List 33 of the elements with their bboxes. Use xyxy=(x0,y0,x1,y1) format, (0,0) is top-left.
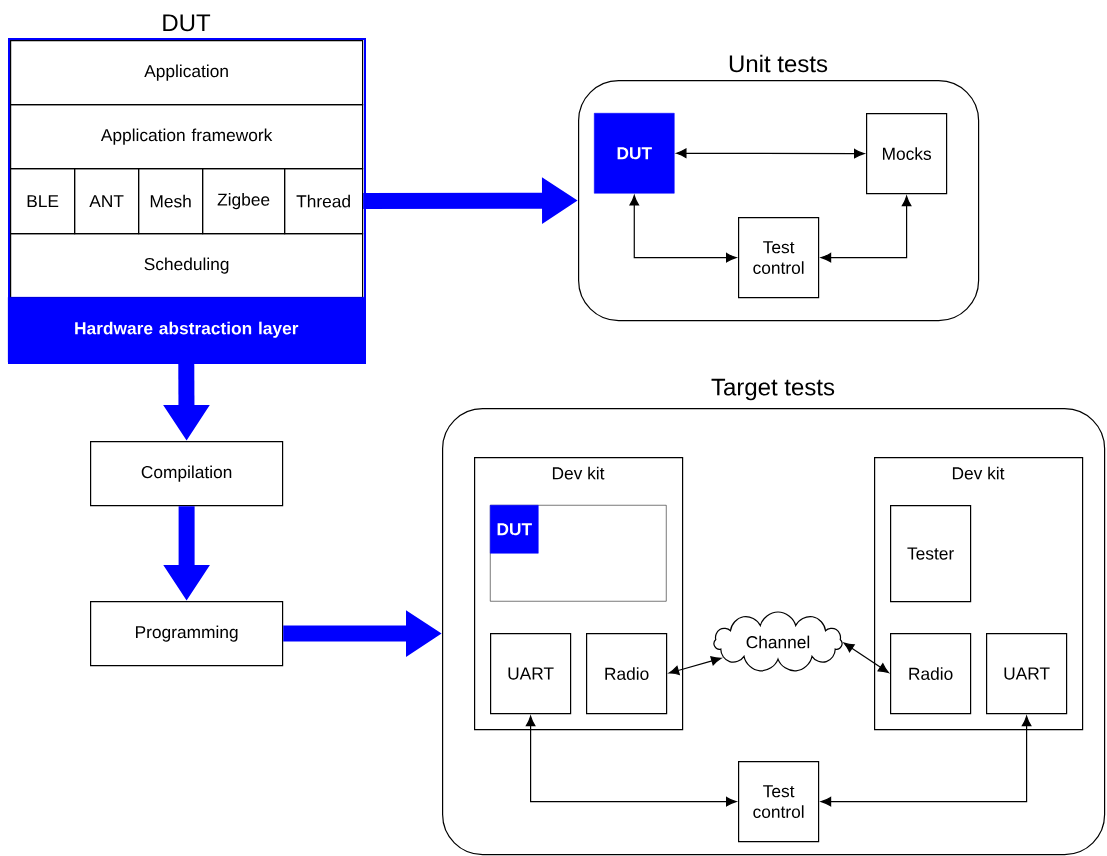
arrow xyxy=(676,148,865,159)
process-box: Tester xyxy=(890,505,972,603)
layer-box: Application framework xyxy=(10,104,364,170)
layer-box: BLE xyxy=(10,168,76,235)
process-box: UART xyxy=(986,633,1068,715)
process-box: Compilation xyxy=(90,441,284,507)
process-box: Radio xyxy=(890,633,972,715)
layer-box: Zigbee xyxy=(202,168,286,235)
process-box: Test control xyxy=(738,217,820,299)
process-box: Test control xyxy=(738,761,820,843)
layer-box: Application xyxy=(10,40,364,106)
arrow xyxy=(820,715,1032,807)
channel-cloud: Channel xyxy=(713,611,843,672)
arrow xyxy=(629,195,737,263)
dut-box: DUT xyxy=(490,505,539,554)
process-box: UART xyxy=(490,633,572,715)
arrow xyxy=(843,642,889,674)
arrow xyxy=(525,715,737,807)
panel-title: DUT xyxy=(163,14,211,32)
panel-title: Unit tests xyxy=(729,54,828,73)
layer-box: ANT xyxy=(74,168,140,235)
board-title: Dev kit xyxy=(552,466,605,480)
dut-box: DUT xyxy=(594,113,675,194)
process-box: Radio xyxy=(586,633,668,715)
layer-box: Hardware abstraction layer xyxy=(8,297,365,363)
process-box: Programming xyxy=(90,601,284,667)
arrow xyxy=(668,656,722,676)
layer-box: Mesh xyxy=(138,168,204,235)
layer-box: Thread xyxy=(284,168,364,235)
process-box: Mocks xyxy=(866,113,948,195)
board-title: Dev kit xyxy=(952,466,1005,480)
panel-title: Target tests xyxy=(711,378,835,401)
arrow xyxy=(820,195,912,263)
